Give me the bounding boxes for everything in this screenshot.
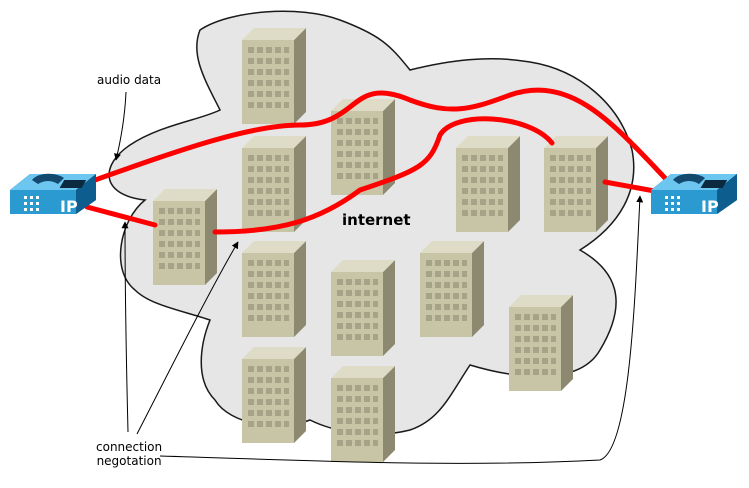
audio-data-label: audio data [97, 73, 162, 87]
connection-label-line2: negotation [96, 454, 162, 468]
building [420, 241, 484, 337]
audio-path-right [602, 179, 663, 195]
internet-label: internet [342, 211, 411, 229]
building [456, 136, 520, 232]
building [331, 366, 395, 462]
internet-cloud [108, 10, 635, 435]
phone-ip-label: IP [701, 197, 719, 216]
building [242, 136, 306, 232]
building [509, 295, 573, 391]
building [153, 189, 217, 285]
building [242, 347, 306, 443]
ip-phone-left: IP [10, 173, 96, 216]
connection-label-line1: connection [96, 440, 163, 454]
building [544, 136, 608, 232]
audio-data-paths [84, 87, 668, 235]
audio-path-lower [84, 116, 555, 235]
building [242, 241, 306, 337]
audio-path-upper [92, 87, 668, 183]
phone-ip-label: IP [60, 197, 78, 216]
connection-negotiation-label: connection negotation [96, 440, 162, 468]
ip-phone-right: IP [651, 173, 737, 216]
building [331, 260, 395, 356]
annotation-arrows [114, 91, 644, 464]
building [242, 28, 306, 124]
